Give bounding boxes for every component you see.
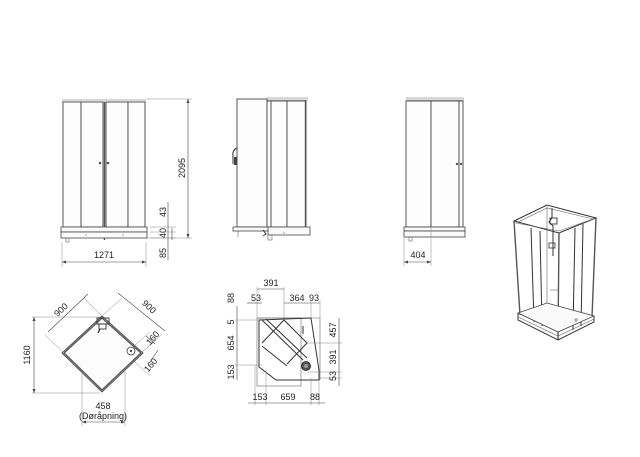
tray-plan-view: 391 53 364 93 88 5 654 153 457 391 53 15… [226,278,342,405]
diamond-offset-1-dimension: 160 [144,329,161,347]
front-width-dimension: 1271 [94,250,114,260]
side-view [232,97,311,241]
tray-dim-659: 659 [280,392,295,402]
dim-85: 85 [158,248,168,258]
isometric-view [512,204,598,341]
tray-dim-88-bottom: 88 [310,392,320,402]
end-depth-dimension: 404 [410,250,425,260]
tray-dim-457: 457 [328,322,338,337]
tray-dim-153-bottom: 153 [252,392,267,402]
dim-43: 43 [158,207,168,217]
tray-dim-53-right: 53 [328,371,338,381]
diamond-plan-view: 900 900 160 160 1160 458 (Døråpning) [22,292,166,426]
end-view: 404 [403,97,466,266]
diamond-height-dimension: 1160 [22,345,32,364]
door-opening-caption: (Døråpning) [79,411,127,421]
tray-dim-364: 364 [289,293,304,303]
dim-40: 40 [158,228,168,238]
door-opening-value: 458 [95,401,110,411]
front-view: 1271 2095 43 40 85 [60,98,192,267]
tray-dim-654: 654 [226,335,236,350]
diamond-offset-2-dimension: 160 [142,356,159,374]
tray-dim-391-top: 391 [263,278,278,288]
tray-dim-93: 93 [309,293,319,303]
tray-dim-153-left: 153 [226,364,236,379]
tray-dim-5: 5 [226,319,236,324]
tray-dim-391-right: 391 [328,349,338,364]
tray-dim-88-left: 88 [226,293,236,303]
tray-dim-53-top: 53 [251,293,261,303]
diamond-side-a-dimension: 900 [52,301,70,319]
front-height-dimension: 2095 [177,158,187,178]
